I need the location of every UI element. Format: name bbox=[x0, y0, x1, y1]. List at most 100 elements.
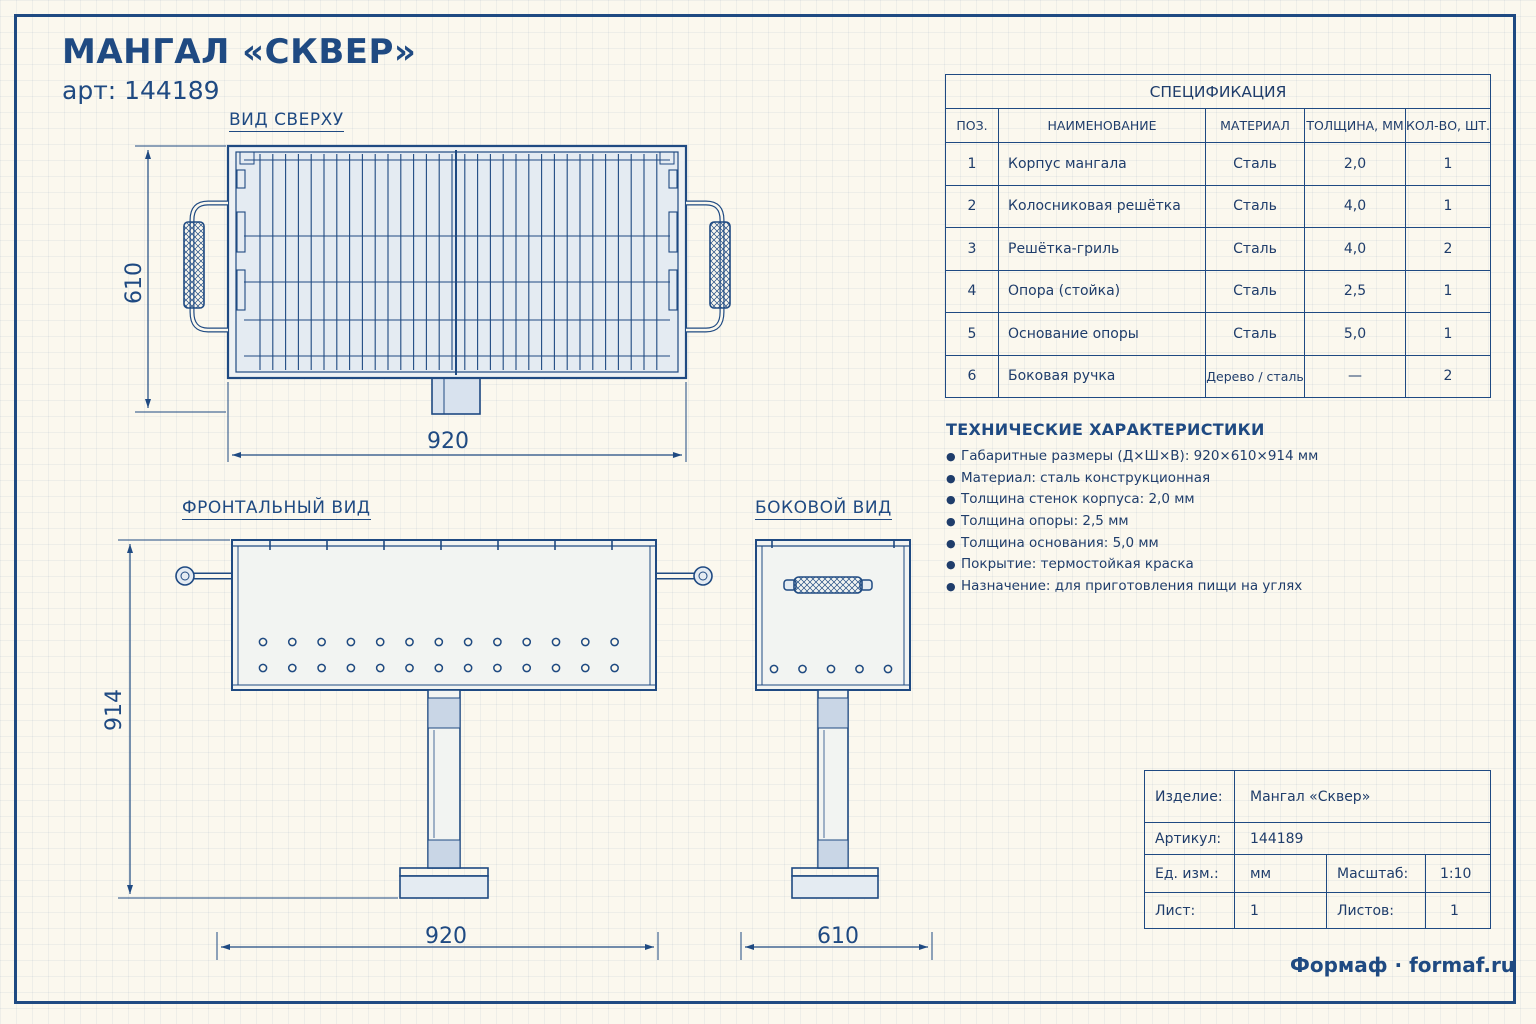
side-support-base bbox=[791, 875, 879, 899]
spec-name: Боковая ручка bbox=[998, 354, 1206, 398]
spec-thickness: 2,0 bbox=[1304, 142, 1406, 186]
stamp-unit-value: мм bbox=[1234, 854, 1327, 893]
air-hole bbox=[317, 663, 326, 673]
specification-table: СПЕЦИФИКАЦИЯ ПОЗ. НАИМЕНОВАНИЕ МАТЕРИАЛ … bbox=[945, 74, 1491, 398]
stamp-product-value: Мангал «Сквер» bbox=[1234, 770, 1491, 823]
front-support-base bbox=[399, 875, 489, 899]
spec-material: Сталь bbox=[1205, 269, 1305, 313]
air-hole bbox=[434, 637, 444, 647]
bullet-icon: ● bbox=[946, 471, 956, 485]
air-hole bbox=[493, 637, 502, 647]
stamp-sheets-value: 1 bbox=[1425, 892, 1491, 929]
tech-item: ● Толщина опоры: 2,5 мм bbox=[946, 511, 1318, 533]
spec-quantity: 1 bbox=[1405, 184, 1491, 228]
air-hole bbox=[855, 664, 864, 674]
air-hole bbox=[405, 663, 414, 673]
spec-thickness: — bbox=[1304, 354, 1406, 398]
spec-quantity: 2 bbox=[1405, 227, 1491, 271]
spec-name: Основание опоры bbox=[998, 312, 1206, 356]
air-hole bbox=[826, 664, 836, 674]
tech-item: ●Покрытие: термостойкая краска bbox=[946, 554, 1318, 576]
air-hole bbox=[287, 663, 297, 673]
bullet-icon: ● bbox=[946, 580, 956, 594]
top-right-handle bbox=[709, 221, 731, 309]
air-hole bbox=[405, 637, 414, 647]
air-hole bbox=[258, 663, 268, 673]
spec-name: Колосниковая решётка bbox=[998, 184, 1206, 228]
spec-thickness: 5,0 bbox=[1304, 312, 1406, 356]
air-hole bbox=[522, 663, 532, 673]
top-width-value: 920 bbox=[427, 429, 469, 454]
stamp-scale-value: 1:10 bbox=[1425, 854, 1491, 893]
bullet-icon: ● bbox=[946, 493, 956, 507]
top-view-label: ВИД СВЕРХУ bbox=[229, 110, 344, 132]
air-hole bbox=[434, 663, 444, 673]
air-hole bbox=[317, 637, 326, 647]
top-view-support bbox=[431, 377, 481, 415]
spec-row: 5 Основание опоры Сталь 5,0 1 bbox=[945, 312, 1491, 356]
air-hole bbox=[769, 664, 779, 674]
top-view-grill bbox=[244, 154, 670, 370]
air-hole bbox=[346, 637, 356, 647]
air-hole bbox=[463, 663, 473, 673]
air-hole bbox=[610, 637, 619, 647]
stamp-sheets-label: Листов: bbox=[1326, 892, 1426, 929]
spec-pos: 6 bbox=[945, 354, 999, 398]
stamp-scale-label: Масштаб: bbox=[1326, 854, 1426, 893]
spec-pos: 5 bbox=[945, 312, 999, 356]
top-height-value: 610 bbox=[122, 262, 147, 304]
stamp-unit-label: Ед. изм.: bbox=[1144, 854, 1235, 893]
spec-row: 2 Колосниковая решётка Сталь 4,0 1 bbox=[945, 184, 1491, 228]
tech-item: ● Материал: сталь конструкционная bbox=[946, 468, 1318, 490]
tech-item: ●Габаритные размеры (Д×Ш×В): 920×610×914… bbox=[946, 446, 1318, 468]
air-hole bbox=[551, 637, 561, 647]
air-hole bbox=[798, 664, 807, 674]
tech-item-text: Назначение: для приготовления пищи на уг… bbox=[961, 578, 1303, 595]
spec-quantity: 1 bbox=[1405, 312, 1491, 356]
spec-pos: 2 bbox=[945, 184, 999, 228]
air-hole bbox=[463, 637, 473, 647]
tech-item: ● Назначение: для приготовления пищи на у… bbox=[946, 576, 1318, 598]
spec-header-quantity: КОЛ-ВО, ШТ. bbox=[1405, 108, 1491, 143]
air-hole bbox=[580, 663, 590, 673]
spec-pos: 1 bbox=[945, 142, 999, 186]
air-hole bbox=[287, 637, 297, 647]
spec-row: 6 Боковая ручка Дерево / сталь — 2 bbox=[945, 354, 1491, 398]
side-handle bbox=[793, 576, 863, 594]
spec-header-thickness: ТОЛЩИНА, ММ bbox=[1304, 108, 1406, 143]
air-hole bbox=[580, 637, 590, 647]
spec-row: 4 Опора (стойка) Сталь 2,5 1 bbox=[945, 269, 1491, 313]
front-left-handle bbox=[175, 566, 195, 586]
side-view-drawing bbox=[740, 539, 933, 960]
bullet-icon: ● bbox=[946, 515, 956, 529]
spec-row: 1 Корпус мангала Сталь 2,0 1 bbox=[945, 142, 1491, 186]
bullet-icon: ● bbox=[946, 450, 956, 463]
article-number: арт: 144189 bbox=[62, 76, 220, 105]
product-title: МАНГАЛ «СКВЕР» bbox=[62, 32, 417, 72]
spec-header-name: НАИМЕНОВАНИЕ bbox=[998, 108, 1206, 143]
tech-item-text: Толщина основания: 5,0 мм bbox=[961, 534, 1159, 551]
spec-thickness: 4,0 bbox=[1304, 184, 1406, 228]
spec-quantity: 1 bbox=[1405, 142, 1491, 186]
stamp-sheet-label: Лист: bbox=[1144, 892, 1235, 929]
side-view-body bbox=[755, 539, 911, 691]
spec-material: Сталь bbox=[1205, 312, 1305, 356]
front-air-holes bbox=[258, 637, 619, 673]
front-height-value: 914 bbox=[102, 689, 127, 731]
air-hole bbox=[493, 663, 502, 673]
front-width-value: 920 bbox=[425, 924, 467, 949]
tech-item-text: Материал: сталь конструкционная bbox=[961, 469, 1211, 486]
spec-name: Опора (стойка) bbox=[998, 269, 1206, 313]
side-air-holes bbox=[769, 664, 893, 674]
spec-header-material: МАТЕРИАЛ bbox=[1205, 108, 1305, 143]
side-view-label: БОКОВОЙ ВИД bbox=[755, 498, 892, 520]
air-hole bbox=[883, 664, 893, 674]
top-view-drawing bbox=[135, 144, 731, 462]
front-view-drawing bbox=[118, 539, 713, 960]
tech-list: ●Габаритные размеры (Д×Ш×В): 920×610×914… bbox=[946, 446, 1318, 598]
air-hole bbox=[346, 663, 356, 673]
spec-name: Решётка-гриль bbox=[998, 227, 1206, 271]
tech-item-text: Толщина опоры: 2,5 мм bbox=[961, 513, 1129, 530]
drawing-frame bbox=[14, 14, 1516, 1004]
